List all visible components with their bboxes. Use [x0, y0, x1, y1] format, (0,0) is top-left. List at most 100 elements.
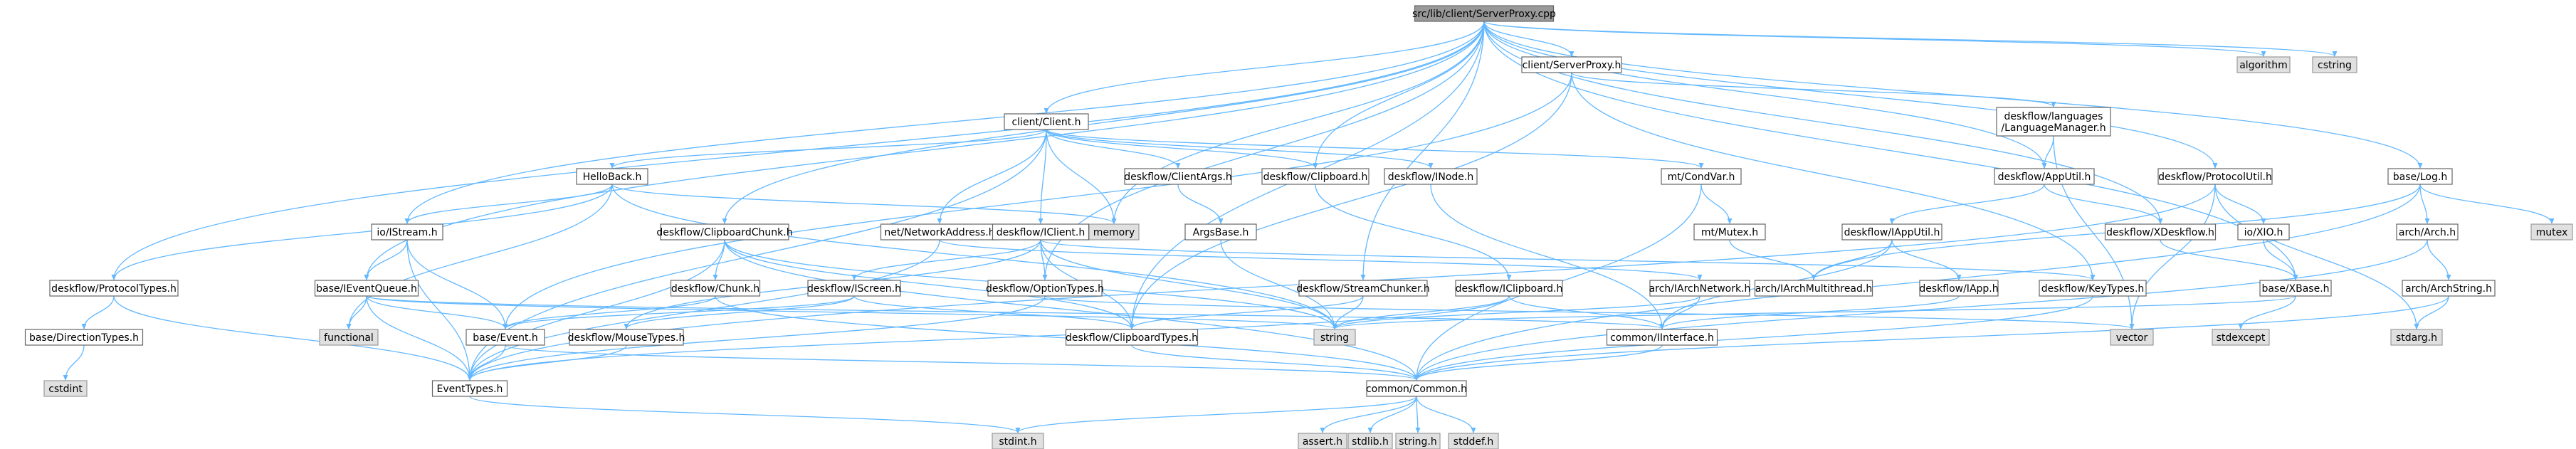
node-label: client/ServerProxy.h [1523, 60, 1621, 71]
node-label: arch/IArchMultithread.h [1755, 283, 1872, 295]
edge-arrowhead [1428, 163, 1434, 169]
edge-arrowhead [1471, 428, 1476, 433]
node-inode-h[interactable]: deskflow/INode.h [1384, 168, 1478, 185]
node-helloback-h[interactable]: HelloBack.h [576, 168, 648, 185]
node-archstring-h[interactable]: arch/ArchString.h [2402, 280, 2496, 297]
node-client-h[interactable]: client/Client.h [1004, 113, 1089, 130]
node-iapputil-h[interactable]: deskflow/IAppUtil.h [1841, 223, 1942, 241]
node-iclient-h[interactable]: deskflow/IClient.h [992, 223, 1090, 241]
edge-archstring_h-to-common_h [1416, 295, 2449, 381]
node-baselog-h[interactable]: base/Log.h [2387, 168, 2453, 185]
node-algorithm: algorithm [2236, 56, 2291, 73]
node-box [1298, 280, 1428, 297]
node-serverproxy-h[interactable]: client/ServerProxy.h [1521, 56, 1622, 73]
node-label: /LanguageManager.h [2001, 122, 2106, 134]
edge-arrowhead [1332, 324, 1337, 329]
node-argsbase-h[interactable]: ArgsBase.h [1184, 223, 1257, 241]
node-langmgr-h[interactable]: deskflow/languages/LanguageManager.h [1996, 107, 2111, 137]
edge-arrowhead [1043, 108, 1049, 114]
node-box [1065, 329, 1199, 346]
node-clipboard-h[interactable]: deskflow/Clipboard.h [1261, 168, 1370, 185]
edge-arrowhead [1360, 275, 1366, 280]
node-stdlib-h: stdlib.h [1347, 433, 1393, 449]
node-box [1261, 168, 1370, 185]
edge-iscreen_h-to-mousetypes_h [626, 295, 855, 329]
node-box [1996, 107, 2111, 137]
edge-iclipboard_h-to-eventtypes_h [469, 295, 1510, 381]
node-prototypes-h[interactable]: deskflow/ProtocolTypes.h [49, 280, 179, 297]
node-root[interactable]: src/lib/client/ServerProxy.cpp [1412, 5, 1556, 22]
edge-client_h-to-iclient_h [1040, 129, 1047, 224]
edge-serverproxy_h-to-langmgr_h [1571, 72, 2054, 107]
edge-arrowhead [1659, 324, 1665, 329]
edge-arrowhead [346, 324, 352, 329]
edge-ieventqueue_h-to-string [366, 295, 1335, 329]
edge-interface_h-to-common_h [1416, 344, 1663, 381]
node-streamchunker-h[interactable]: deskflow/StreamChunker.h [1296, 280, 1430, 297]
node-stdarg-h: stdarg.h [2390, 329, 2443, 346]
node-box [2104, 223, 2217, 241]
node-iarchmt-h[interactable]: arch/IArchMultithread.h [1754, 280, 1873, 297]
node-box [992, 223, 1090, 241]
edge-chunk_h-to-event_h [505, 295, 716, 329]
node-label: deskflow/ClipboardTypes.h [1066, 332, 1198, 344]
node-netaddr-h[interactable]: net/NetworkAddress.h [880, 223, 999, 241]
node-iclipboard-h[interactable]: deskflow/IClipboard.h [1455, 280, 1563, 297]
node-mutex-h[interactable]: mt/Mutex.h [1693, 223, 1766, 241]
node-mousetypes-h[interactable]: deskflow/MouseTypes.h [568, 329, 685, 346]
node-dirtypes-h[interactable]: base/DirectionTypes.h [24, 329, 144, 346]
edge-helloback_h-to-prototypes_h [113, 184, 613, 280]
edge-arrowhead [2424, 218, 2430, 224]
edge-archarch_h-to-archstring_h [2427, 239, 2449, 280]
node-label: deskflow/Chunk.h [671, 283, 759, 295]
node-protocolutil-h[interactable]: deskflow/ProtocolUtil.h [2157, 168, 2273, 185]
node-iarchnetwork-h[interactable]: arch/IArchNetwork.h [1649, 280, 1751, 297]
node-optiontypes-h[interactable]: deskflow/OptionTypes.h [986, 280, 1104, 297]
node-box [319, 329, 379, 346]
edge-arrowhead [1415, 428, 1421, 433]
node-label: stdint.h [999, 436, 1036, 448]
node-box [1313, 329, 1356, 346]
node-condvar-h[interactable]: mt/CondVar.h [1661, 168, 1742, 185]
node-xbase-h[interactable]: base/XBase.h [2259, 280, 2332, 297]
node-keytypes-h[interactable]: deskflow/KeyTypes.h [2039, 280, 2147, 297]
node-box [1919, 280, 1999, 297]
node-ioxio-h[interactable]: io/XIO.h [2237, 223, 2290, 241]
node-archarch-h[interactable]: arch/Arch.h [2396, 223, 2459, 241]
node-clipchunk-h[interactable]: deskflow/ClipboardChunk.h [656, 223, 793, 241]
node-iapp-h[interactable]: deskflow/IApp.h [1919, 280, 1999, 297]
node-clientargs-h[interactable]: deskflow/ClientArgs.h [1124, 168, 1232, 185]
node-interface-h[interactable]: common/IInterface.h [1606, 329, 1718, 346]
node-ieventqueue-h[interactable]: base/IEventQueue.h [314, 280, 419, 297]
node-box [49, 280, 179, 297]
node-label: deskflow/IAppUtil.h [1844, 227, 1940, 238]
node-label: mt/CondVar.h [1668, 171, 1735, 183]
node-label: client/Client.h [1011, 117, 1081, 128]
edge-prototypes_h-to-dirtypes_h [83, 295, 115, 329]
node-event-h[interactable]: base/Event.h [466, 329, 545, 346]
node-label: mt/Mutex.h [1701, 227, 1758, 238]
node-apputil-h[interactable]: deskflow/AppUtil.h [1994, 168, 2095, 185]
edge-common_h-to-stdint_h [1017, 396, 1417, 433]
edge-ieventqueue_h-to-eventtypes_h [366, 295, 470, 381]
edge-root-to-serverproxy_h [1483, 21, 1572, 57]
edge-arrowhead [111, 275, 117, 280]
node-box [1661, 168, 1742, 185]
edge-xbase_h-to-string [1334, 295, 2296, 329]
node-xdeskflow-h[interactable]: deskflow/XDeskflow.h [2104, 223, 2217, 241]
edge-root-to-clipboard_h [1315, 21, 1485, 169]
edge-arrowhead [1313, 163, 1318, 169]
node-label: string [1320, 332, 1349, 344]
node-iscreen-h[interactable]: deskflow/IScreen.h [807, 280, 901, 297]
node-label: algorithm [2239, 60, 2288, 71]
node-istream-h[interactable]: io/IStream.h [371, 223, 443, 241]
node-cliptypes-h[interactable]: deskflow/ClipboardTypes.h [1065, 329, 1199, 346]
edge-client_h-to-clipboard_h [1046, 129, 1316, 169]
node-eventtypes-h[interactable]: EventTypes.h [431, 380, 508, 397]
node-box [1649, 280, 1750, 297]
node-common-h[interactable]: common/Common.h [1366, 380, 1467, 397]
edge-helloback_h-to-istream_h [406, 184, 613, 224]
node-chunk-h[interactable]: deskflow/Chunk.h [670, 280, 761, 297]
node-box [2387, 168, 2453, 185]
edge-iarchnetwork_h-to-string [1334, 295, 1700, 329]
